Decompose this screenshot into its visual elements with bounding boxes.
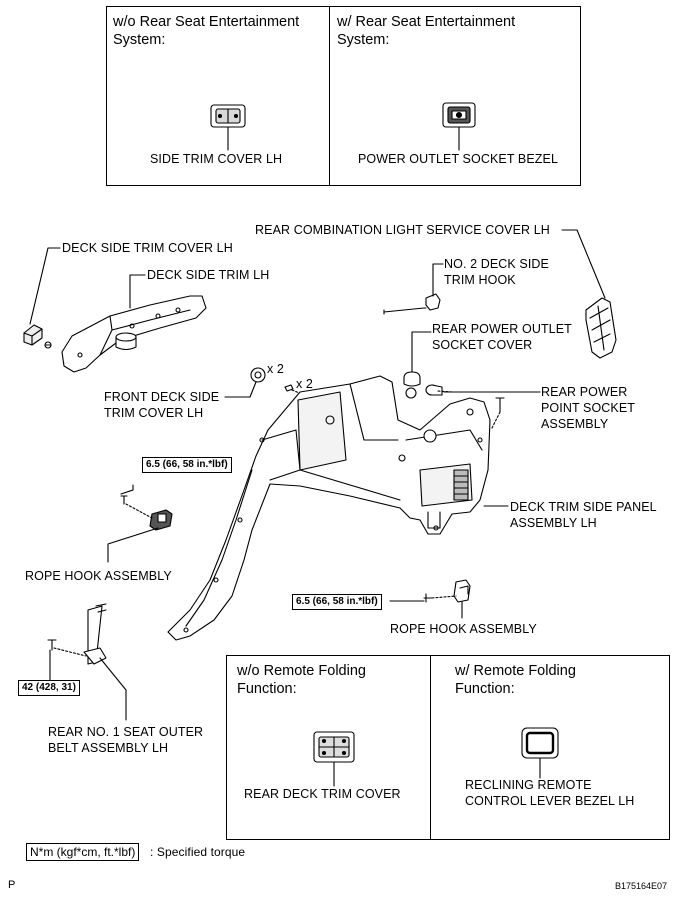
rear-power-point-socket-label-2: POINT SOCKET (541, 401, 636, 415)
no2-deck-side-trim-hook-part (383, 293, 441, 315)
front-deck-side-trim-cover-label-1: FRONT DECK SIDE (104, 390, 220, 404)
page-mark: P (8, 879, 16, 891)
reclining-remote-label-2: CONTROL LEVER BEZEL LH (465, 794, 635, 808)
torque-belt: 42 (428, 31) (18, 680, 80, 696)
rear-combination-light-service-cover-label: REAR COMBINATION LIGHT SERVICE COVER LH (255, 223, 550, 237)
rope-hook-assembly-left-label: ROPE HOOK ASSEMBLY (25, 569, 172, 583)
reclining-remote-control-lever-bezel-part (521, 727, 559, 759)
power-outlet-socket-bezel-label: POWER OUTLET SOCKET BEZEL (358, 152, 558, 166)
bottom-right-header-line2: Function: (455, 681, 515, 697)
reclining-remote-label-1: RECLINING REMOTE (465, 778, 592, 792)
figure-id: B175164E07 (615, 881, 668, 891)
rear-no1-seat-outer-belt-label-1: REAR NO. 1 SEAT OUTER (48, 725, 204, 739)
legend-text: : Specified torque (150, 845, 246, 859)
rope-hook-assembly-right-part (423, 579, 471, 603)
bottom-box-divider (430, 656, 431, 839)
deck-trim-side-panel-part (167, 375, 491, 641)
bottom-left-header-line2: Function: (237, 681, 297, 697)
rear-deck-trim-cover-label: REAR DECK TRIM COVER (244, 787, 401, 801)
rear-power-outlet-socket-cover-label-2: SOCKET COVER (432, 338, 533, 352)
rear-power-point-socket-part (425, 384, 453, 396)
side-trim-cover-part (210, 104, 246, 128)
rear-power-outlet-socket-cover-label-1: REAR POWER OUTLET (432, 322, 572, 336)
rear-combination-light-service-cover-part (585, 297, 617, 359)
front-deck-side-trim-cover-label-2: TRIM COVER LH (104, 406, 204, 420)
power-outlet-socket-bezel-part (442, 102, 476, 128)
side-trim-cover-label: SIDE TRIM COVER LH (150, 152, 283, 166)
deck-side-trim-cover-label: DECK SIDE TRIM COVER LH (62, 241, 233, 255)
rear-power-outlet-socket-cover-part (403, 371, 421, 399)
top-right-header-line1: w/ Rear Seat Entertainment (337, 14, 516, 30)
torque-rope-hook-left: 6.5 (66, 58 in.*lbf) (142, 457, 232, 473)
no2-deck-side-trim-hook-label-2: TRIM HOOK (444, 273, 516, 287)
deck-trim-side-panel-label-2: ASSEMBLY LH (510, 516, 597, 530)
top-left-header-line1: w/o Rear Seat Entertainment (113, 14, 300, 30)
bottom-variant-box: w/o Remote Folding Function: w/ Remote F… (226, 655, 670, 840)
rope-hook-assembly-right-label: ROPE HOOK ASSEMBLY (390, 622, 537, 636)
rear-deck-trim-cover-part (313, 731, 355, 763)
bottom-left-header-line1: w/o Remote Folding (237, 663, 366, 679)
rear-power-point-socket-label-3: ASSEMBLY (541, 417, 609, 431)
rear-no1-seat-outer-belt-label-2: BELT ASSEMBLY LH (48, 741, 169, 755)
no2-deck-side-trim-hook-label-1: NO. 2 DECK SIDE (444, 257, 549, 271)
qty-clip-label: x 2 (267, 362, 284, 376)
rear-no1-seat-outer-belt-part (47, 603, 107, 665)
torque-rope-hook-right: 6.5 (66, 58 in.*lbf) (292, 594, 382, 610)
front-deck-side-trim-cover-part (250, 367, 266, 383)
qty-screw-label: x 2 (296, 377, 313, 391)
top-left-header-line2: System: (113, 32, 166, 48)
bottom-right-header-line1: w/ Remote Folding (455, 663, 576, 679)
deck-trim-side-panel-label-1: DECK TRIM SIDE PANEL (510, 500, 657, 514)
deck-side-trim-label: DECK SIDE TRIM LH (147, 268, 270, 282)
legend-torque-key: N*m (kgf*cm, ft.*lbf) (26, 843, 140, 861)
top-right-header-line2: System: (337, 32, 390, 48)
rope-hook-assembly-left-part (120, 495, 173, 531)
deck-side-trim-part (61, 295, 207, 373)
deck-side-trim-cover-part (23, 324, 43, 346)
top-box-divider (329, 7, 330, 185)
rear-power-point-socket-label-1: REAR POWER (541, 385, 628, 399)
top-variant-box: w/o Rear Seat Entertainment System: w/ R… (106, 6, 581, 186)
